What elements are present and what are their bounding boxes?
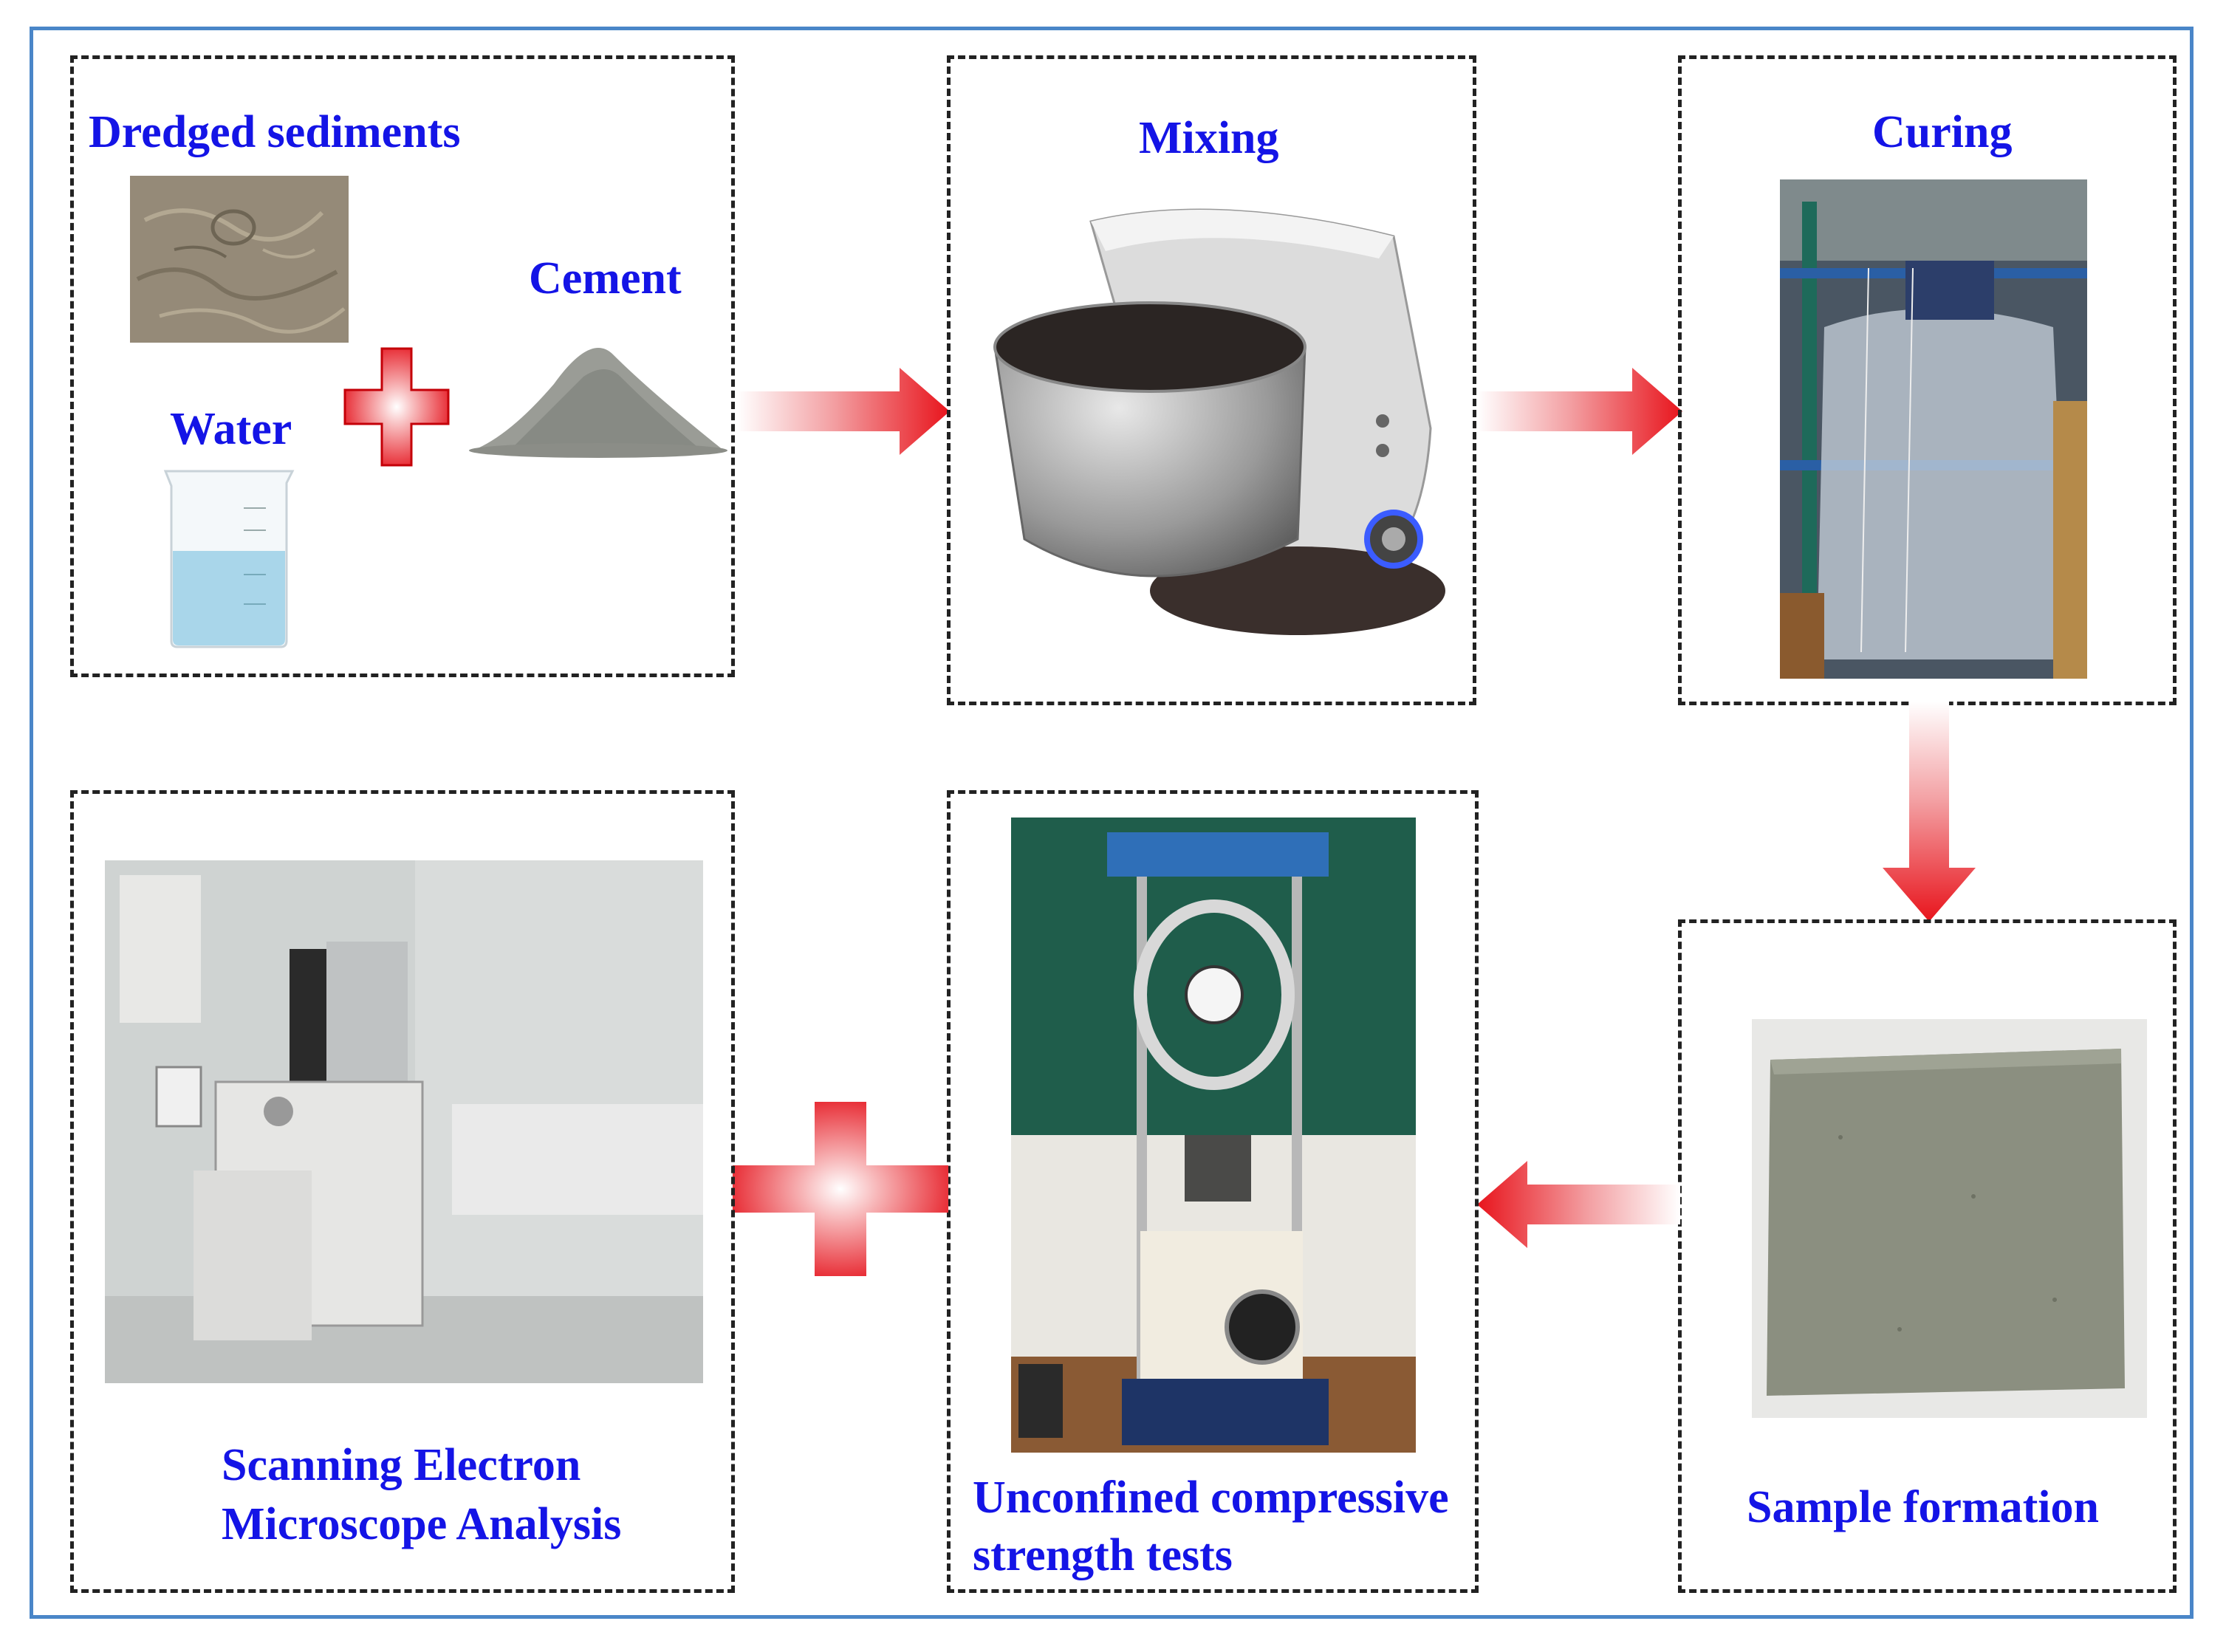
diagram-frame (30, 27, 2194, 1619)
sem-label-line2: Microscope Analysis (222, 1499, 622, 1549)
sem-step: Scanning Electron Microscope Analysis (70, 790, 735, 1593)
sample-label: Sample formation (1747, 1482, 2100, 1532)
curing-photo (1780, 179, 2087, 679)
cement-label: Cement (529, 253, 682, 304)
plus-icon (731, 1100, 950, 1278)
sediments-photo (130, 176, 349, 343)
sem-photo (105, 860, 703, 1383)
sample-step: Sample formation (1678, 919, 2177, 1593)
ucs-label-line2: strength tests (973, 1530, 1233, 1580)
plus-icon (343, 347, 450, 467)
curing-label: Curing (1872, 107, 2013, 157)
mixing-step: Mixing (947, 55, 1476, 705)
materials-step: Dredged sediments Cement Water (70, 55, 735, 677)
sediments-label: Dredged sediments (89, 107, 461, 157)
sample-cube-photo (1752, 1019, 2147, 1418)
ucs-step: Unconfined compressive strength tests (947, 790, 1479, 1593)
flow-arrow-right (737, 366, 951, 456)
mixing-label: Mixing (1139, 113, 1279, 163)
curing-step: Curing (1678, 55, 2177, 705)
water-label: Water (170, 404, 292, 454)
cement-photo (465, 325, 731, 458)
mixer-photo (980, 192, 1453, 679)
water-beaker-photo (155, 464, 303, 648)
flow-arrow-left (1477, 1159, 1680, 1250)
flow-arrow-right (1477, 366, 1684, 456)
flow-arrow-down (1881, 702, 1977, 923)
ucs-label-line1: Unconfined compressive (973, 1473, 1449, 1523)
ucs-apparatus-photo (1011, 818, 1416, 1453)
sem-label-line1: Scanning Electron (222, 1440, 581, 1490)
